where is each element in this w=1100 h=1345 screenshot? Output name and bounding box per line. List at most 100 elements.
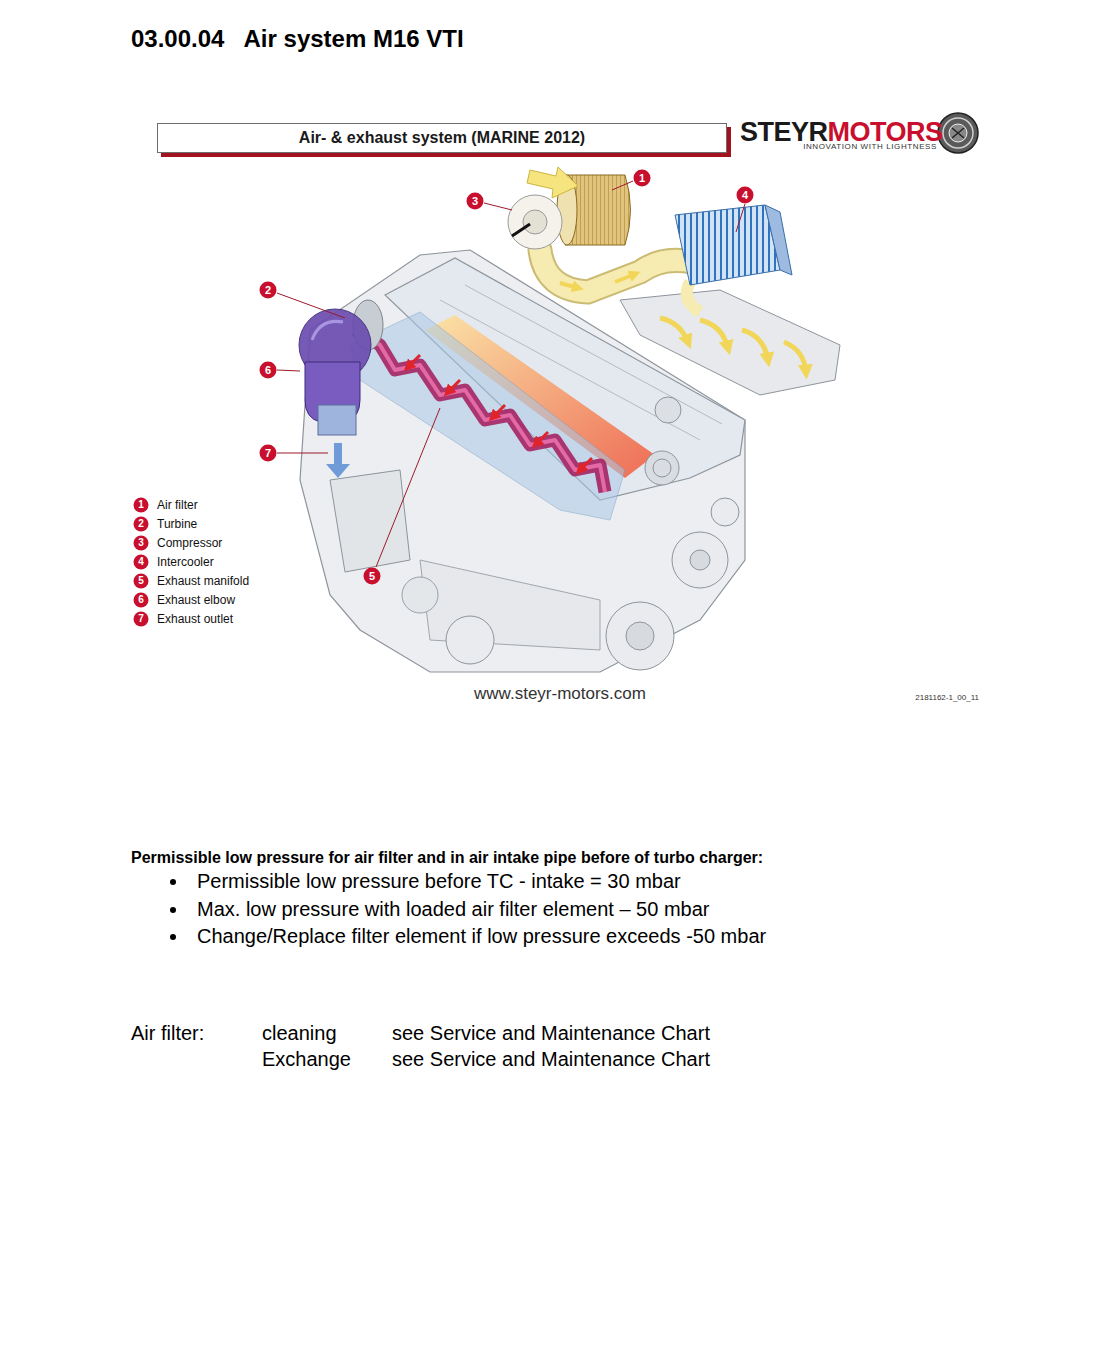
exhaust-pipe — [318, 405, 356, 435]
leader-line — [277, 293, 345, 318]
legend-text: Compressor — [157, 536, 222, 550]
pulley — [672, 532, 728, 588]
legend-text: Air filter — [157, 498, 198, 512]
leader-line — [736, 204, 745, 232]
callout-number: 6 — [265, 364, 271, 377]
emblem-ring — [943, 118, 973, 148]
flow-arrow — [408, 355, 420, 367]
manifold-highlight — [355, 330, 605, 492]
leader-line — [277, 370, 300, 371]
leader-lines — [277, 181, 745, 567]
flow-arrow — [536, 432, 548, 444]
leader-line — [612, 181, 633, 190]
engine-mount — [330, 470, 410, 572]
exhaust-arrow — [334, 443, 342, 466]
emblem-disc — [938, 113, 978, 153]
air-in-arrow — [527, 167, 578, 198]
legend-row: Air filter — [157, 498, 198, 512]
air-arrow — [560, 283, 578, 288]
bullet-dot — [170, 879, 176, 885]
table-cell: see Service and Maintenance Chart — [392, 1021, 710, 1045]
callout-circle — [634, 170, 651, 187]
compressor-housing — [508, 195, 562, 249]
engine-emblem — [402, 577, 438, 613]
exhaust-arrow-head — [326, 464, 350, 478]
legend-circles — [134, 498, 149, 627]
air-arrow — [660, 318, 688, 342]
logo-emblem — [938, 113, 978, 153]
intake-manifold — [620, 290, 840, 395]
cover-emblem-ring — [653, 459, 671, 477]
exhaust-manifold — [355, 330, 605, 492]
compressor-wheel — [523, 210, 547, 234]
banner-title: Air- & exhaust system (MARINE 2012) — [299, 129, 585, 147]
legend-text: Turbine — [157, 517, 197, 531]
table-cell: cleaning — [262, 1021, 337, 1045]
callout-circle — [260, 445, 277, 462]
logo-slogan: INNOVATION WITH LIGHTNESS — [803, 142, 937, 152]
emblem-mark — [952, 128, 964, 138]
legend-circle — [134, 517, 149, 532]
callout-number: 7 — [265, 447, 271, 460]
bullets — [170, 879, 176, 940]
leader-line — [376, 408, 440, 567]
callout-circle — [737, 187, 754, 204]
intercooler-core — [675, 205, 780, 285]
legend-row: Exhaust elbow — [157, 593, 235, 607]
legend-row: Compressor — [157, 536, 222, 550]
legend-number: 4 — [138, 556, 144, 568]
table-cell: Exchange — [262, 1047, 351, 1071]
pulley-hub — [626, 622, 654, 650]
legend-circle — [134, 593, 149, 608]
legend-text: Exhaust outlet — [157, 612, 233, 626]
callout-circle — [260, 362, 277, 379]
legend-circle — [134, 536, 149, 551]
legend-number: 6 — [138, 594, 144, 606]
flow-arrow — [448, 380, 460, 392]
intercooler-end — [765, 205, 792, 275]
callout-circle — [467, 193, 484, 210]
pulley-hub — [690, 550, 710, 570]
air-arrow — [742, 330, 768, 360]
intake — [508, 167, 840, 395]
section-title: 03.00.04 Air system M16 VTI — [131, 24, 464, 53]
callout-circle — [364, 568, 381, 585]
oil-cap — [655, 397, 681, 423]
legend-text: Exhaust manifold — [157, 574, 249, 588]
table-cell: see Service and Maintenance Chart — [392, 1047, 710, 1071]
table-cell: Air filter: — [131, 1021, 204, 1045]
bullet-dot — [170, 907, 176, 913]
legend-row: Turbine — [157, 517, 197, 531]
banner-box: Air- & exhaust system (MARINE 2012) — [157, 123, 727, 153]
legend-row: Exhaust manifold — [157, 574, 249, 588]
website: www.steyr-motors.com — [474, 684, 646, 704]
leader-line — [277, 453, 328, 454]
legend-circle — [134, 498, 149, 513]
legend-number: 5 — [138, 575, 144, 587]
callout-number: 5 — [369, 570, 375, 583]
legend-circle — [134, 555, 149, 570]
legend-row: Exhaust outlet — [157, 612, 233, 626]
turbine-highlight — [312, 321, 343, 340]
air-arrow — [784, 342, 806, 372]
legend-text: Intercooler — [157, 555, 214, 569]
emblem-core — [949, 124, 967, 142]
callout-number: 3 — [472, 195, 478, 208]
intake-pipe — [540, 250, 692, 292]
legend-number: 7 — [138, 613, 144, 625]
manifold-body — [355, 330, 605, 492]
cover-emblem — [645, 451, 679, 485]
flow-arrow — [580, 458, 592, 470]
callout-number: 4 — [742, 189, 748, 202]
subheading: Permissible low pressure for air filter … — [131, 848, 763, 867]
legend-row: Intercooler — [157, 555, 214, 569]
turbo — [299, 300, 383, 478]
legend-circle — [134, 612, 149, 627]
bullet-text: Change/Replace filter element if low pre… — [197, 924, 766, 948]
legend-number: 1 — [138, 499, 144, 511]
callout-circles — [260, 170, 754, 585]
